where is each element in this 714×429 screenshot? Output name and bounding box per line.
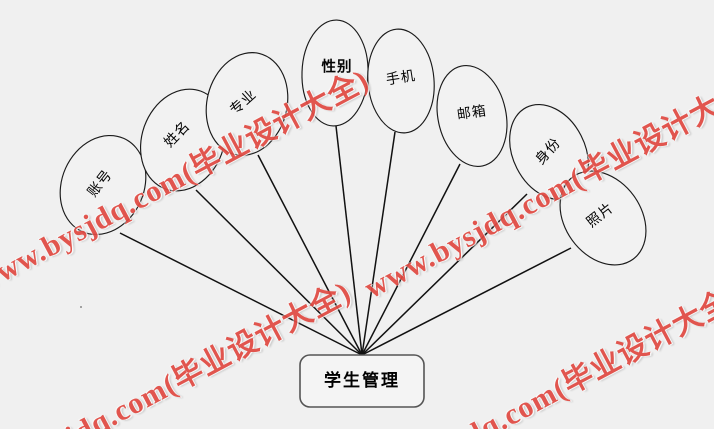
connector-line-photo [361, 247, 572, 356]
attribute-mobile[interactable]: 手机 [364, 26, 439, 135]
attribute-gender[interactable]: 性别 [300, 19, 370, 127]
connector-line-gender [335, 125, 363, 356]
connector-line-account [119, 232, 363, 356]
connector-line-email [361, 163, 461, 356]
attribute-identity[interactable]: 身份 [494, 91, 604, 213]
attribute-major-ellipse[interactable] [196, 44, 299, 164]
connector-lines-group [119, 125, 572, 356]
attribute-major[interactable]: 专业 [196, 44, 299, 164]
attribute-name-ellipse[interactable] [127, 77, 240, 203]
image-speck-1 [80, 306, 82, 308]
connector-line-major [257, 154, 363, 356]
connector-line-identity [361, 193, 528, 356]
attribute-email-ellipse[interactable] [428, 59, 516, 173]
entity-label: 学生管理 [324, 370, 400, 390]
attribute-photo-ellipse[interactable] [542, 154, 663, 281]
attribute-email[interactable]: 邮箱 [428, 59, 516, 173]
attribute-name[interactable]: 姓名 [127, 77, 240, 203]
entity-node-group[interactable]: 学生管理 [299, 354, 425, 408]
connector-line-mobile [361, 131, 396, 356]
attribute-gender-label: 性别 [322, 57, 353, 75]
connector-line-name [195, 189, 363, 356]
attribute-account-ellipse[interactable] [45, 122, 161, 249]
entity-box[interactable] [299, 354, 425, 408]
attribute-mobile-label: 手机 [385, 68, 417, 88]
attribute-account[interactable]: 账号 [45, 122, 161, 249]
attribute-photo[interactable]: 照片 [542, 154, 663, 281]
attribute-mobile-ellipse[interactable] [364, 26, 439, 135]
attribute-email-label: 邮箱 [456, 103, 488, 123]
